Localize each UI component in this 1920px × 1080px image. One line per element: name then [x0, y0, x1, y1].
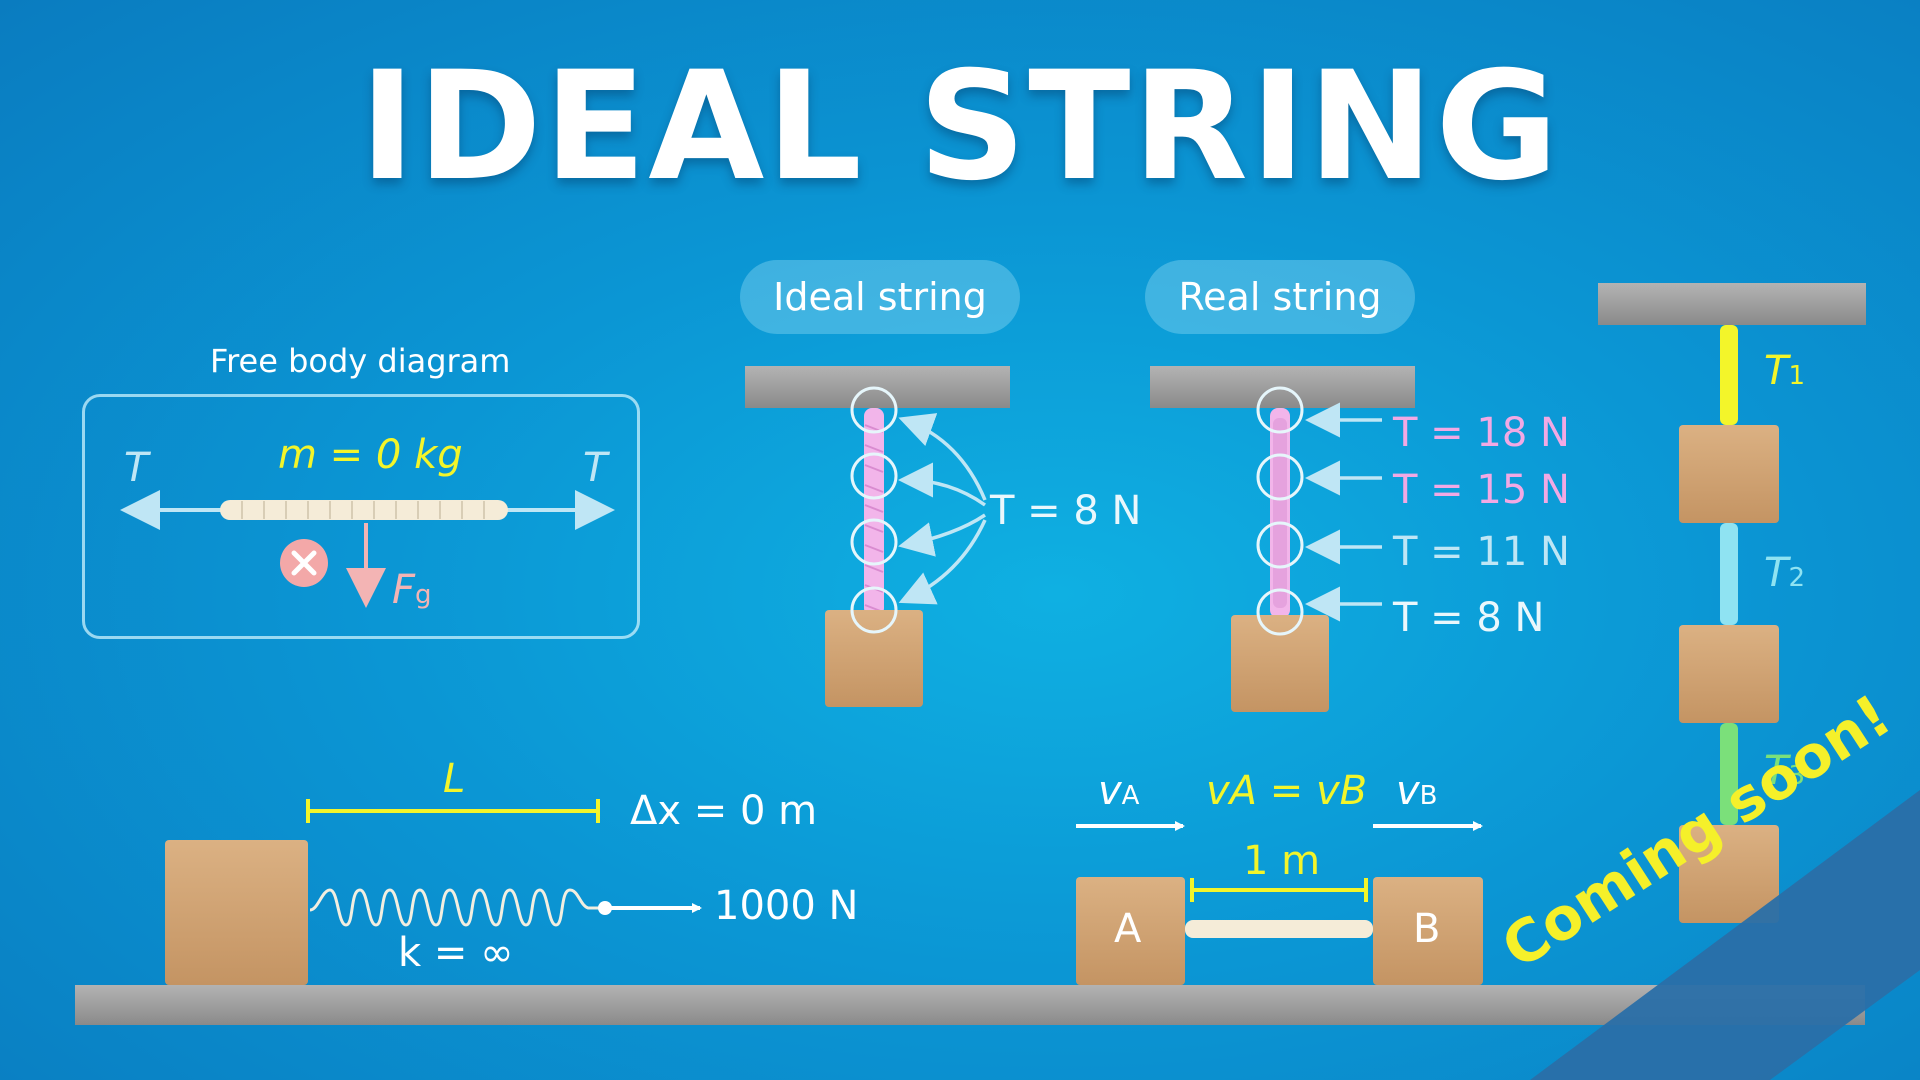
real-probe-3: [1256, 521, 1304, 569]
chain-block-3: [1679, 825, 1779, 923]
ideal-probe-1: [850, 386, 898, 434]
distance-label: 1 m: [1243, 838, 1321, 884]
page-title: IDEAL STRING: [359, 40, 1561, 214]
vb-label: vB: [1396, 768, 1438, 814]
ideal-probe-4: [850, 586, 898, 634]
block-a: [1076, 877, 1185, 985]
string-t1: [1720, 325, 1738, 425]
real-block: [1231, 615, 1329, 712]
va-label: vA: [1098, 768, 1140, 814]
chain-ceiling: [1598, 283, 1866, 325]
fbd-caption: Free body diagram: [210, 342, 511, 380]
k-label: k = ∞: [398, 930, 514, 976]
string-t3: [1720, 723, 1738, 825]
coming-soon-banner: [1530, 790, 1920, 1080]
t2-label: T2: [1764, 550, 1805, 596]
mass-label: m = 0 kg: [278, 432, 463, 478]
ab-string: [1185, 920, 1373, 938]
chain-block-1: [1679, 425, 1779, 523]
real-probe-4: [1256, 588, 1304, 636]
ideal-tension-label: T = 8 N: [990, 488, 1142, 534]
length-label: L: [443, 756, 466, 802]
velocity-equality: vA = vB: [1206, 768, 1368, 814]
spring-block: [165, 840, 308, 985]
t3-label: T3: [1764, 748, 1805, 794]
real-probe-2: [1256, 453, 1304, 501]
ideal-probe-2: [850, 452, 898, 500]
block-a-label: A: [1114, 906, 1142, 952]
block-b: [1373, 877, 1483, 985]
dx-label: Δx = 0 m: [630, 788, 818, 834]
fbd-left-t: T: [124, 445, 149, 491]
spring-coil: [309, 888, 605, 927]
fbd-string: [220, 500, 508, 520]
floor: [75, 985, 1865, 1025]
block-b-label: B: [1413, 906, 1441, 952]
force-label: 1000 N: [714, 883, 859, 929]
ideal-string-pill: Ideal string: [740, 260, 1020, 334]
ideal-probe-3: [850, 518, 898, 566]
real-tension-4: T = 8 N: [1393, 595, 1545, 641]
real-tension-2: T = 15 N: [1393, 467, 1570, 513]
fbd-right-t: T: [583, 445, 608, 491]
ideal-block: [825, 610, 923, 707]
real-tension-1: T = 18 N: [1393, 410, 1570, 456]
chain-block-2: [1679, 625, 1779, 723]
real-probe-1: [1256, 386, 1304, 434]
string-t2: [1720, 523, 1738, 625]
real-tension-3: T = 11 N: [1393, 529, 1570, 575]
real-string-pill: Real string: [1145, 260, 1415, 334]
t1-label: T1: [1764, 348, 1805, 394]
free-body-box: [82, 394, 640, 639]
gravity-label: Fg: [392, 567, 432, 613]
